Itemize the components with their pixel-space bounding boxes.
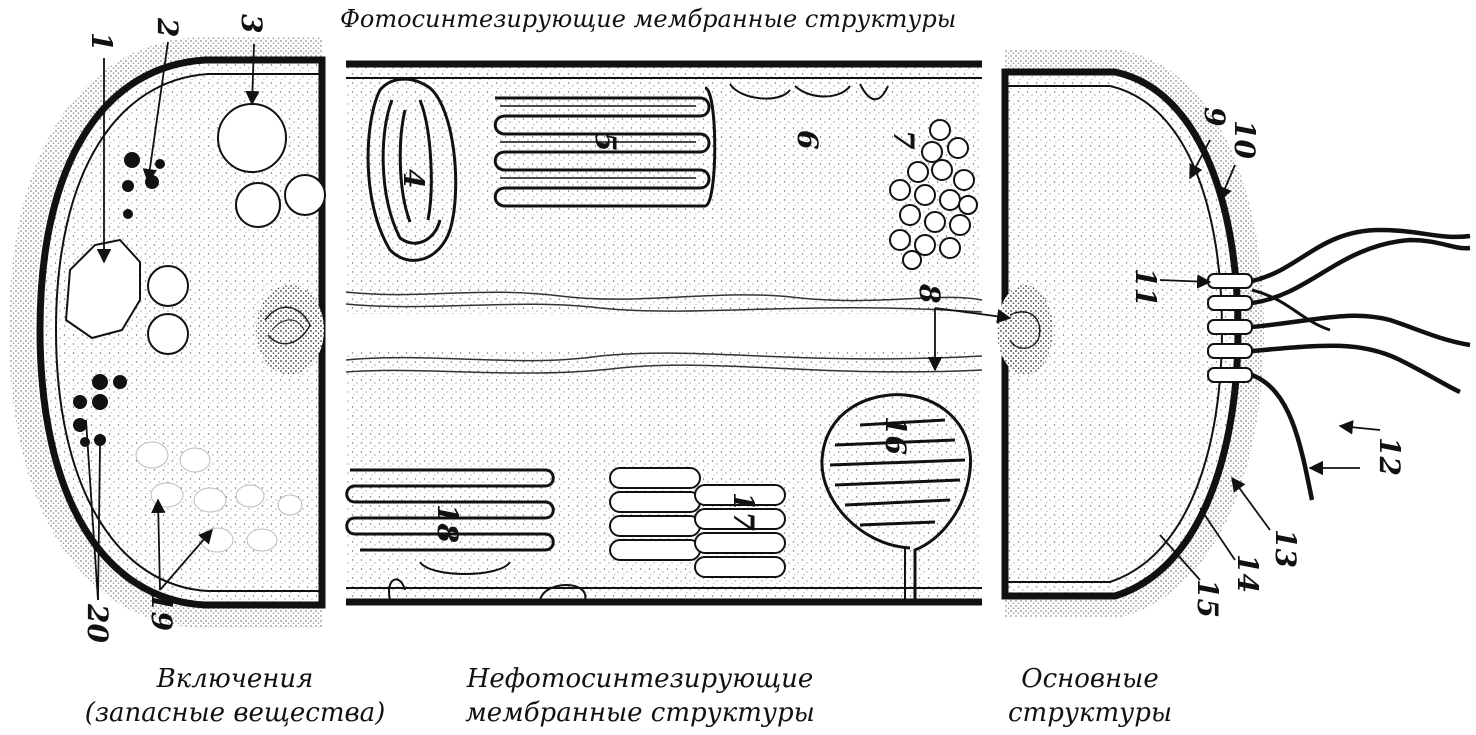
label-14: 14 (1231, 554, 1264, 593)
basic-structures-caption-line-2: структуры (985, 696, 1195, 730)
label-6: 6 (791, 130, 824, 149)
label-12: 12 (1373, 437, 1406, 476)
label-17: 17 (727, 492, 760, 531)
basic-structures-caption: Основные структуры (985, 662, 1195, 730)
middle-top-segment (346, 64, 982, 314)
label-18: 18 (431, 504, 464, 543)
inclusions-caption-line-2: (запасные вещества) (55, 696, 415, 730)
label-7: 7 (887, 130, 920, 150)
basic-structures-caption-line-1: Основные (985, 662, 1195, 696)
non-photosynthetic-caption: Нефотосинтезирующие мембранные структуры (430, 662, 850, 730)
label-1: 1 (85, 32, 118, 51)
flagella (1252, 230, 1470, 500)
label-16: 16 (879, 416, 912, 455)
middle-bottom-segment (346, 350, 982, 602)
label-20: 20 (81, 603, 114, 643)
label-13: 13 (1269, 529, 1302, 568)
label-5: 5 (589, 132, 622, 151)
label-19: 19 (145, 592, 178, 631)
label-4: 4 (397, 169, 430, 188)
nucleoid-left (256, 285, 324, 375)
photosynthetic-structures-caption: Фотосинтезирующие мембранные структуры (340, 4, 980, 34)
label-11: 11 (1129, 268, 1162, 307)
nucleoid-right (997, 285, 1053, 375)
non-photosynthetic-caption-line-1: Нефотосинтезирующие (430, 662, 850, 696)
left-cell-segment (22, 50, 325, 615)
label-9: 9 (1198, 107, 1231, 126)
label-8: 8 (913, 283, 946, 303)
label-3: 3 (235, 14, 268, 33)
inclusions-caption-line-1: Включения (55, 662, 415, 696)
label-15: 15 (1191, 579, 1224, 618)
inclusions-caption: Включения (запасные вещества) (55, 662, 415, 730)
non-photosynthetic-caption-line-2: мембранные структуры (430, 696, 850, 730)
label-2: 2 (151, 17, 184, 37)
label-10: 10 (1228, 120, 1261, 159)
